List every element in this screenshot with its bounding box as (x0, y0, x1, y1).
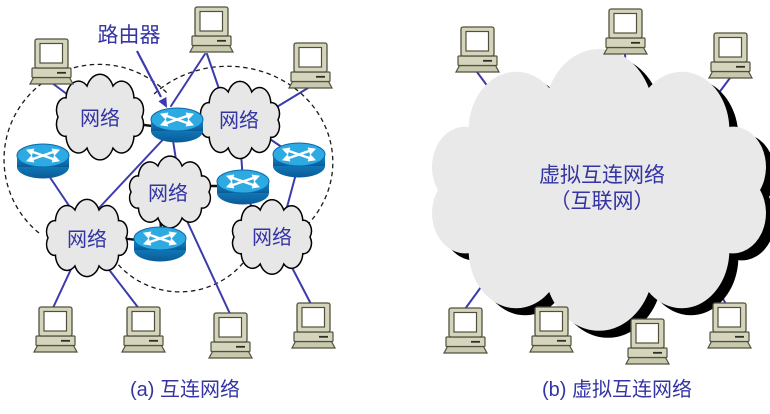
router-icon (271, 141, 327, 179)
connection-line (170, 53, 206, 107)
virtual-cloud-label-line1: 虚拟互连网络 (539, 164, 665, 187)
network-cloud-label: 网络 (148, 182, 188, 205)
dashed-boundary-arc (3, 63, 168, 234)
computer-icon (121, 306, 166, 353)
computer-icon (33, 306, 78, 353)
computer-icon (708, 32, 753, 79)
computer-icon (625, 318, 670, 365)
router-icon (15, 142, 71, 180)
router-icon (132, 225, 188, 263)
virtual-cloud-label-line2: （互联网） (550, 190, 655, 213)
computer-icon (443, 307, 488, 354)
computer-icon (29, 38, 74, 85)
router-icon (215, 168, 271, 206)
network-cloud-label: 网络 (67, 228, 107, 251)
computer-icon (189, 6, 234, 53)
computer-icon (288, 42, 333, 89)
network-cloud-label: 网络 (80, 107, 120, 130)
panel-b: 虚拟互连网络 （互联网） (b) 虚拟互连网络 (432, 8, 770, 401)
dashed-boundary-arc (153, 65, 334, 256)
connection-line (180, 207, 232, 317)
network-cloud-label: 网络 (252, 226, 292, 249)
network-cloud-label: 网络 (219, 109, 259, 132)
computer-icon (707, 302, 752, 349)
panel-b-caption: (b) 虚拟互连网络 (542, 378, 692, 401)
panel-a: 网络 网络 网络 网络 网络 路由器 (a) 互连网络 (3, 6, 336, 401)
computer-icon (455, 26, 500, 73)
computer-icon (603, 8, 648, 55)
pointer-arrow-icon (136, 50, 167, 108)
router-annotation-label: 路由器 (98, 24, 161, 47)
computer-icon (529, 306, 574, 353)
panel-a-caption: (a) 互连网络 (130, 378, 240, 401)
computer-icon (291, 302, 336, 349)
computer-icon (208, 312, 253, 359)
router-icon (149, 106, 205, 144)
connection-line (84, 131, 171, 224)
